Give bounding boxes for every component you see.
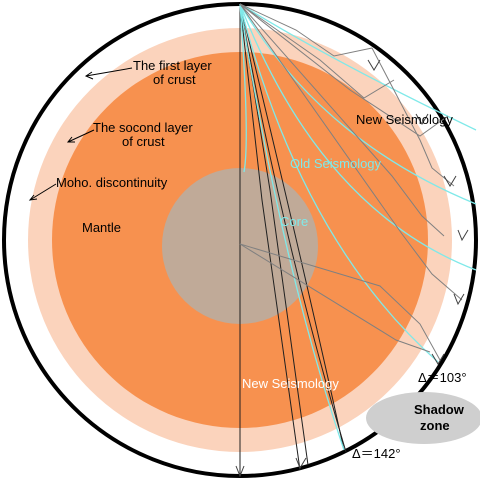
edge-arrowheads: [235, 59, 469, 478]
label-mantle: Mantle: [82, 220, 121, 235]
zigzag-1: [239, 3, 373, 57]
zigzag-2: [239, 3, 395, 99]
arrow-second-layer: [67, 129, 95, 143]
arrowhead-7: [295, 457, 307, 470]
ray-4: [239, 3, 345, 451]
label-new-seismology-top: New Seismology: [356, 112, 453, 127]
cyan-ray-2: [239, 3, 477, 205]
ray-1: [239, 3, 301, 471]
arrowhead-first-layer: [84, 71, 94, 80]
zigzag-5: [239, 3, 445, 237]
label-delta-142: Δ＝142°: [352, 446, 401, 461]
label-old-seismology: Old Seismology: [290, 156, 382, 171]
label-second-layer-line1: The socond layer: [93, 120, 193, 135]
shadow-zone: [366, 392, 480, 444]
zigzag-7: [239, 243, 441, 361]
zigzag-4: [371, 47, 455, 187]
label-shadow-line1: Shadow: [414, 402, 465, 417]
label-second-layer-line2: of crust: [122, 134, 165, 149]
arrow-moho: [29, 183, 57, 201]
ray-3: [239, 3, 347, 453]
arrowhead-5: [453, 293, 465, 306]
label-core: Core: [280, 214, 308, 229]
zigzag-3: [239, 3, 449, 137]
arrowhead-8: [235, 465, 245, 478]
zigzag-6: [239, 3, 463, 301]
arrowhead-1: [367, 59, 381, 71]
label-new-seismology-bottom: New Seismology: [242, 376, 339, 391]
cyan-ray-1: [239, 3, 477, 131]
arrowhead-4: [457, 229, 469, 242]
label-shadow-line2: zone: [420, 418, 450, 433]
old-seismology-paths: [239, 3, 477, 451]
cyan-ray-6: [239, 3, 247, 173]
cyan-ray-5: [239, 3, 345, 451]
arrow-first-layer: [85, 67, 133, 77]
label-moho: Moho. discontinuity: [56, 175, 168, 190]
arrowhead-moho: [28, 194, 38, 201]
reflection-zigzag: [239, 3, 463, 361]
arrowhead-3: [443, 175, 457, 187]
cyan-ray-3: [239, 3, 477, 271]
pointer-arrows: [28, 67, 133, 201]
label-first-layer-line2: of crust: [153, 72, 196, 87]
label-first-layer-line1: The first layer: [133, 58, 212, 73]
arrowhead-second-layer: [66, 136, 75, 143]
cyan-ray-4: [239, 3, 439, 363]
arrowhead-6: [431, 353, 445, 365]
label-delta-103: Δ＝103°: [418, 370, 467, 385]
zigzag-8: [239, 243, 431, 353]
arrowhead-2: [415, 113, 429, 125]
